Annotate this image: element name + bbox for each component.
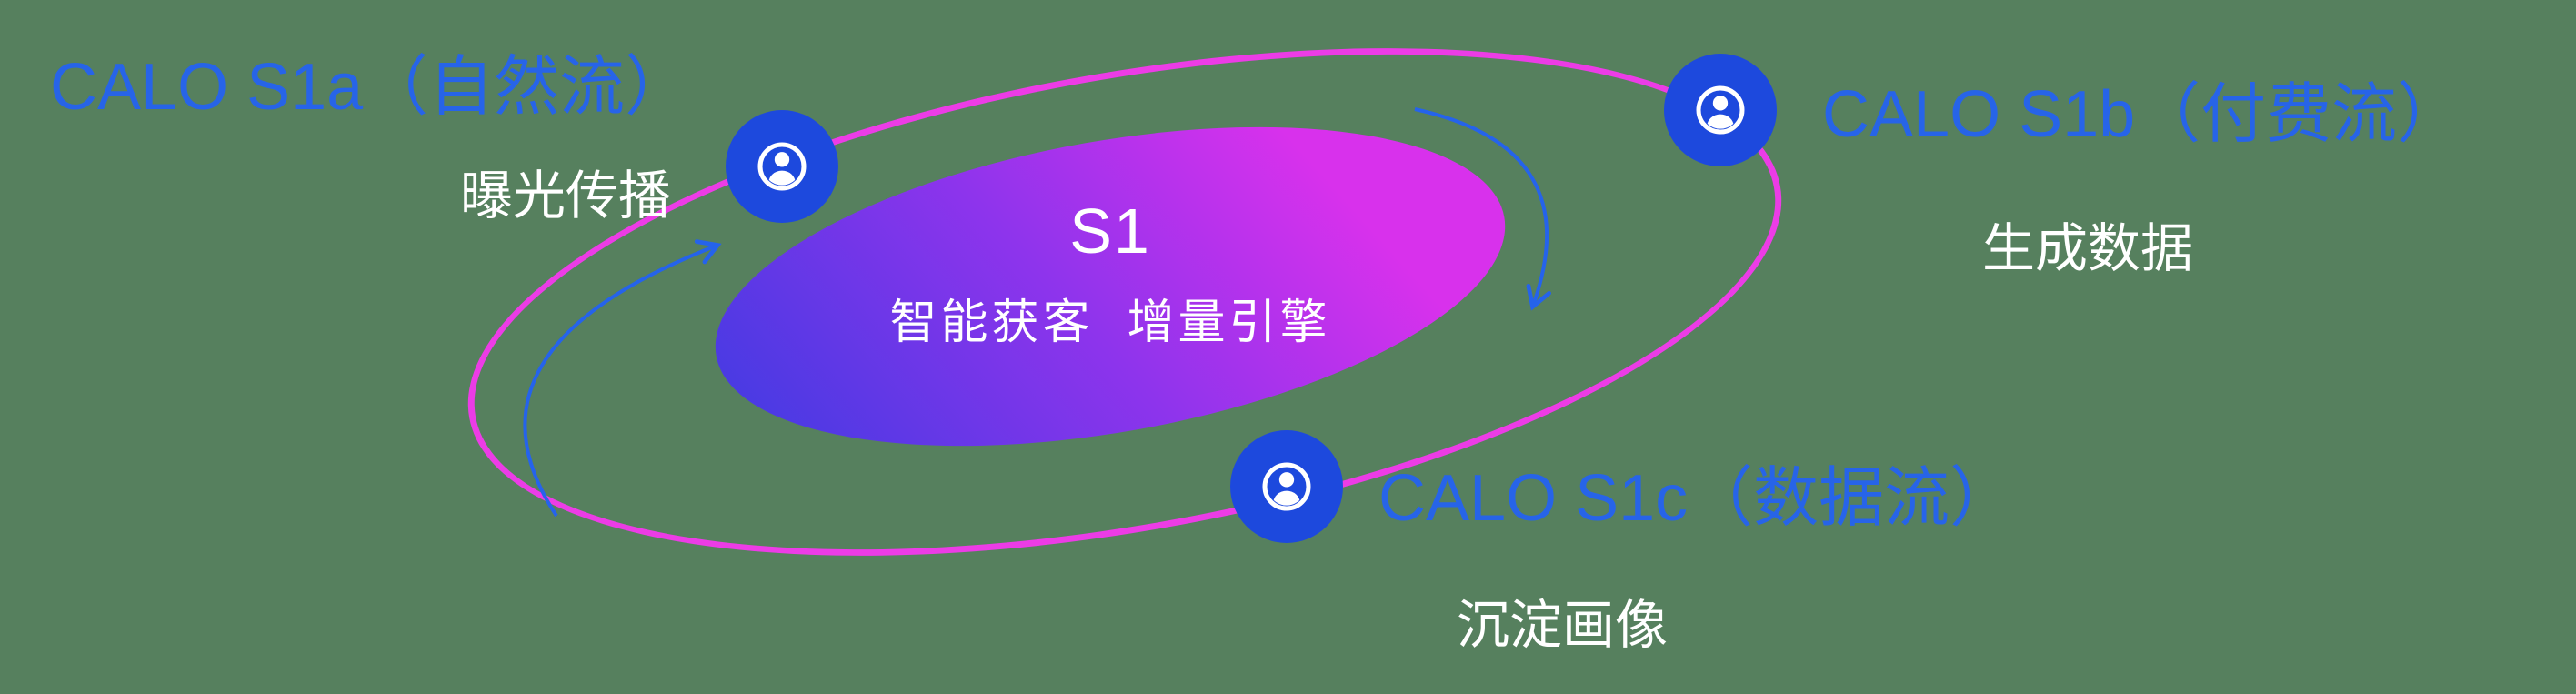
node-label-s1b: CALO S1b（付费流） [1822,78,2463,151]
node-sublabel-s1b: 生成数据 [1982,219,2194,278]
node-sublabel-s1a: 曝光传播 [460,166,672,226]
node-s1b [1664,54,1777,166]
node-label-s1c: CALO S1c（数据流） [1378,462,2016,535]
core-subtitle: 智能获客 增量引擎 [889,297,1331,349]
core-title: S1 [1069,196,1151,267]
core-label: S1 智能获客 增量引擎 [747,195,1474,352]
person-icon [757,142,807,191]
node-label-s1a: CALO S1a（自然流） [50,51,691,124]
person-icon [1262,462,1311,511]
person-icon [1696,85,1745,135]
curved-arrow-right-down [1414,107,1551,311]
node-sublabel-s1c: 沉淀画像 [1457,596,1669,655]
node-s1c [1230,430,1343,543]
node-s1a [726,110,838,223]
curved-arrow-left-up [523,239,722,518]
